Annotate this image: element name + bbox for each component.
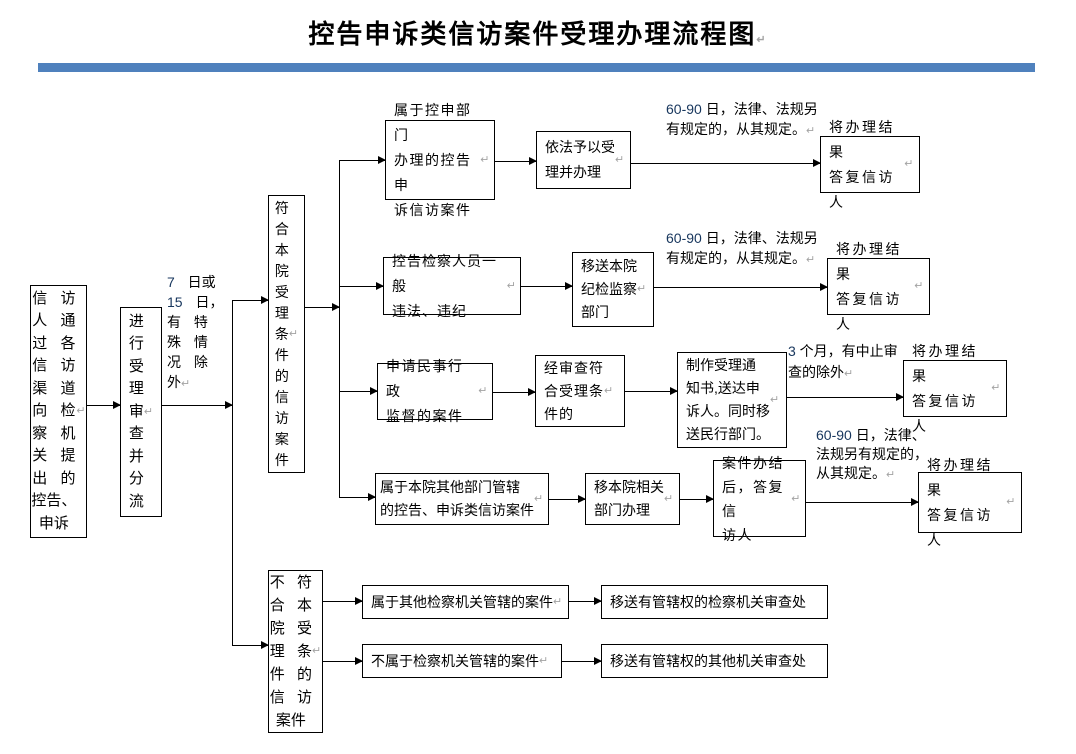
node-reply-result-row3: 将办理结果 答复信访人↵ bbox=[903, 343, 1007, 434]
arrow-branch-to-row4 bbox=[339, 493, 376, 501]
node-other-dept-cases: 属于本院其他部门管辖 的控告、申诉类信访案件↵ bbox=[375, 473, 549, 525]
arrow-meets-to-branch bbox=[305, 303, 340, 311]
label-limit-3-months: 3 个月，有中止审 查的除外↵ bbox=[788, 343, 898, 380]
node-transfer-to-procuratorate: 移送有管辖权的检察机关审查处 bbox=[601, 585, 828, 619]
arrow-row3-case-to-action bbox=[493, 388, 536, 396]
arrow-review-to-junction bbox=[162, 401, 233, 409]
node-case-closed-reply: 案件办结 后，答复信 访人 ↵ bbox=[713, 455, 806, 543]
node-transfer-related-dept: 移本院相关 部门办理↵ bbox=[585, 473, 680, 525]
branch-line-right bbox=[339, 160, 340, 497]
arrow-row2-case-to-action bbox=[521, 282, 573, 290]
junction-line-left bbox=[232, 300, 233, 645]
arrow-row5-case-to-action bbox=[569, 597, 602, 605]
arrow-row3-action-to-notice bbox=[625, 387, 678, 395]
node-review-and-split: 进 行 受 理 审 查 并 分 流↵ bbox=[120, 307, 162, 517]
arrow-notmeets-to-row6 bbox=[323, 657, 363, 665]
arrow-row6-case-to-action bbox=[562, 657, 602, 665]
arrow-row3-notice-to-result bbox=[787, 393, 904, 401]
arrow-source-to-review bbox=[87, 401, 121, 409]
node-reply-result-row1: 将办理结果 答复信访人↵ bbox=[820, 119, 920, 210]
page-title: 控告申诉类信访案件受理办理流程图↵ bbox=[308, 19, 768, 49]
node-petition-source: 信 访 人 通 过 各 信 访 渠 道 向 检 察 机 关 提 出 的 控告、 … bbox=[30, 285, 87, 538]
node-accept-and-handle: 依法予以受 理并办理↵ bbox=[536, 131, 631, 189]
label-limit-60-90-row1: 60-90 日，法律、法规另 有规定的，从其规定。↵ bbox=[666, 101, 818, 137]
arrow-junction-to-not-meets bbox=[232, 641, 269, 649]
label-limit-60-90-row2: 60-90 日，法律、法规另 有规定的，从其规定。↵ bbox=[666, 230, 818, 266]
arrow-row4-closed-to-result bbox=[806, 498, 919, 506]
node-transfer-discipline-dept: 移送本院 纪检监察 部门↵ bbox=[572, 252, 654, 327]
arrow-row1-action-to-result bbox=[631, 159, 821, 167]
node-make-acceptance-notice: 制作受理通 知书,送达申 诉人。同时移 送民行部门。↵ bbox=[677, 352, 787, 448]
node-transfer-to-other-organ: 移送有管辖权的其他机关审查处 bbox=[601, 644, 828, 678]
arrow-row1-case-to-action bbox=[495, 157, 537, 165]
arrow-notmeets-to-row5 bbox=[323, 597, 363, 605]
arrow-row4-action-to-closed bbox=[680, 495, 714, 503]
label-time-limit-7-15-days: 7 日或 15 日， 有 特 殊 情 况 除 外↵ bbox=[167, 274, 224, 390]
node-review-meets-conditions: 经审查符 合受理条 件的↵ bbox=[535, 355, 625, 427]
node-reply-result-row2: 将办理结果 答复信访人↵ bbox=[827, 241, 930, 332]
arrow-junction-to-meets bbox=[232, 296, 269, 304]
node-staff-violation-cases: 控告检察人员一般 违法、违纪↵ bbox=[383, 253, 521, 319]
title-divider-bar bbox=[38, 63, 1035, 72]
label-limit-60-90-row4: 60-90 日，法律、 法规另有规定的， 从其规定。↵ bbox=[816, 427, 928, 481]
arrow-branch-to-row1 bbox=[339, 156, 386, 164]
arrow-row2-action-to-result bbox=[654, 283, 828, 291]
arrow-branch-to-row3 bbox=[339, 387, 378, 395]
node-not-procuratorate-cases: 不属于检察机关管辖的案件↵ bbox=[362, 644, 562, 678]
node-civil-admin-supervision-cases: 申请民事行政 监督的案件↵ bbox=[377, 358, 493, 424]
arrow-branch-to-row2 bbox=[339, 282, 384, 290]
node-meets-conditions: 符 合 本 院 受 理 条 件 的 信 访 案 件↵ bbox=[268, 195, 305, 473]
node-reply-result-row4: 将办理结果 答复信访人↵ bbox=[918, 457, 1022, 548]
node-other-procuratorate-cases: 属于其他检察机关管辖的案件↵ bbox=[362, 585, 569, 619]
node-ksb-dept-cases: 属于控申部门 办理的控告申 诉信访案件↵ bbox=[385, 102, 495, 218]
node-not-meets-conditions: 不 符 合 本 院 受 理 条 件 的 信 访 案件↵ bbox=[268, 570, 323, 733]
arrow-row4-case-to-action bbox=[549, 495, 586, 503]
